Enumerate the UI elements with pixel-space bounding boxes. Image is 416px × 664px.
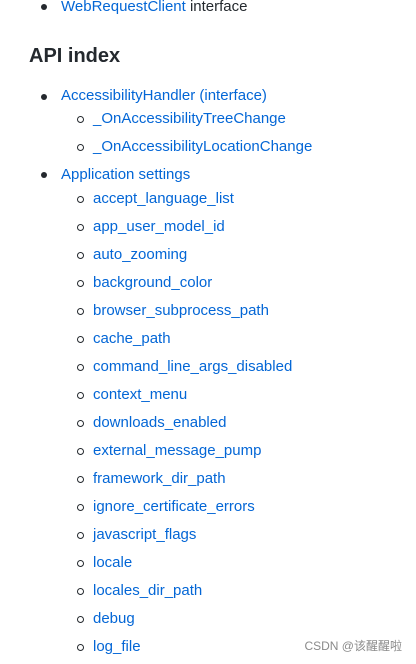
list-circle-bullet bbox=[77, 308, 84, 315]
api-link[interactable]: ignore_certificate_errors bbox=[93, 498, 255, 515]
api-link[interactable]: _OnAccessibilityTreeChange bbox=[93, 110, 286, 127]
list-circle-bullet bbox=[77, 280, 84, 287]
api-link[interactable]: command_line_args_disabled bbox=[93, 358, 293, 375]
api-link[interactable]: context_menu bbox=[93, 386, 188, 403]
list-circle-bullet bbox=[77, 224, 84, 231]
accessibility-handler-link[interactable]: AccessibilityHandler (interface) bbox=[61, 87, 267, 104]
list-item: WebRequestClient interface bbox=[61, 0, 248, 16]
api-link[interactable]: framework_dir_path bbox=[93, 470, 226, 487]
list-circle-bullet bbox=[77, 504, 84, 511]
api-link[interactable]: background_color bbox=[93, 274, 213, 291]
list-circle-bullet bbox=[77, 336, 84, 343]
list-circle-bullet bbox=[77, 532, 84, 539]
webrequestclient-link[interactable]: WebRequestClient bbox=[61, 0, 186, 15]
list-circle-bullet bbox=[77, 364, 84, 371]
application-settings-link[interactable]: Application settings bbox=[61, 166, 191, 183]
list-circle-bullet bbox=[77, 448, 84, 455]
section-heading: API index bbox=[29, 45, 121, 67]
list-circle-bullet bbox=[77, 476, 84, 483]
list-bullet bbox=[41, 94, 47, 100]
list-circle-bullet bbox=[77, 392, 84, 399]
list-circle-bullet bbox=[77, 144, 84, 151]
api-link[interactable]: javascript_flags bbox=[93, 526, 197, 543]
watermark: CSDN @该醒醒啦 bbox=[304, 639, 402, 653]
api-link[interactable]: locales_dir_path bbox=[93, 582, 203, 599]
api-link[interactable]: auto_zooming bbox=[93, 246, 188, 263]
api-link[interactable]: cache_path bbox=[93, 330, 171, 347]
list-circle-bullet bbox=[77, 616, 84, 623]
list-circle-bullet bbox=[77, 420, 84, 427]
list-circle-bullet bbox=[77, 644, 84, 651]
api-link[interactable]: browser_subprocess_path bbox=[93, 302, 269, 319]
list-circle-bullet bbox=[77, 560, 84, 567]
api-link[interactable]: accept_language_list bbox=[93, 190, 234, 207]
list-bullet bbox=[41, 4, 47, 10]
api-link[interactable]: downloads_enabled bbox=[93, 414, 227, 431]
list-circle-bullet bbox=[77, 196, 84, 203]
list-bullet bbox=[41, 172, 47, 178]
api-link[interactable]: debug bbox=[93, 610, 135, 627]
api-link[interactable]: _OnAccessibilityLocationChange bbox=[93, 138, 313, 155]
api-link[interactable]: external_message_pump bbox=[93, 442, 262, 459]
api-link[interactable]: app_user_model_id bbox=[93, 218, 225, 235]
list-item-suffix: interface bbox=[185, 0, 248, 15]
list-circle-bullet bbox=[77, 252, 84, 259]
api-link[interactable]: log_file bbox=[93, 638, 141, 655]
api-link[interactable]: locale bbox=[93, 554, 133, 571]
list-circle-bullet bbox=[77, 116, 84, 123]
list-circle-bullet bbox=[77, 588, 84, 595]
